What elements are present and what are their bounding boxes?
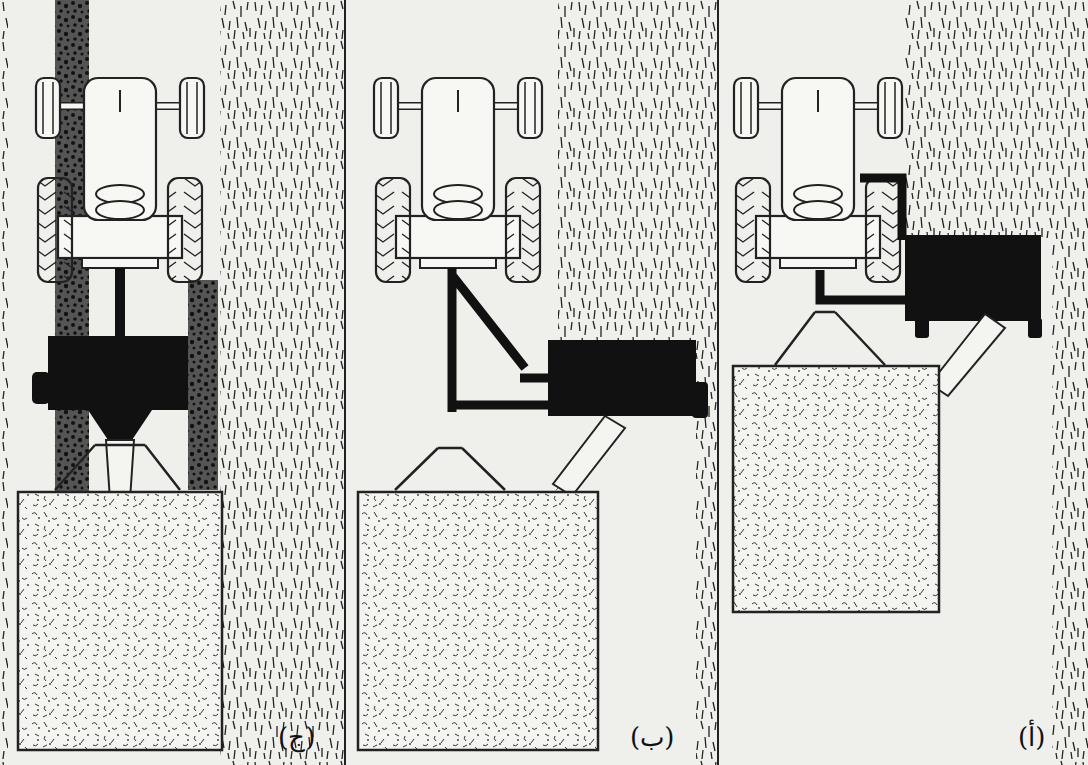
trailer-hitch <box>55 445 180 490</box>
forage-harvester <box>548 340 696 416</box>
standing-crop <box>558 0 718 340</box>
panel-divider <box>344 0 346 765</box>
panel-label: (ب) <box>630 722 674 752</box>
harvester-wheel <box>692 382 708 418</box>
cut-swath <box>188 340 214 420</box>
panel-label: (أ) <box>1018 722 1045 752</box>
drawbar <box>115 268 125 340</box>
tractor <box>374 78 542 282</box>
discharge-spout <box>930 314 1005 396</box>
forage-trailer <box>358 492 598 750</box>
standing-crop <box>905 0 1088 238</box>
standing-crop <box>220 0 344 765</box>
harvester-wheel <box>1028 318 1042 338</box>
trailer-hitch <box>775 312 885 365</box>
panel-label: (ج) <box>278 722 315 752</box>
discharge-spout <box>553 416 625 496</box>
forage-trailer <box>18 492 222 750</box>
standing-crop <box>0 0 8 765</box>
drawbar <box>820 178 905 300</box>
forage-harvester <box>905 235 1041 321</box>
harvester-wheel <box>32 372 50 404</box>
trailer-hitch <box>395 448 505 490</box>
forage-trailer <box>733 366 939 612</box>
standing-crop <box>1052 238 1088 765</box>
harvester-wheel <box>915 318 929 338</box>
tractor <box>36 78 204 282</box>
cut-swath <box>188 280 218 490</box>
drawbar <box>452 268 552 412</box>
forage-harvester <box>48 336 188 440</box>
